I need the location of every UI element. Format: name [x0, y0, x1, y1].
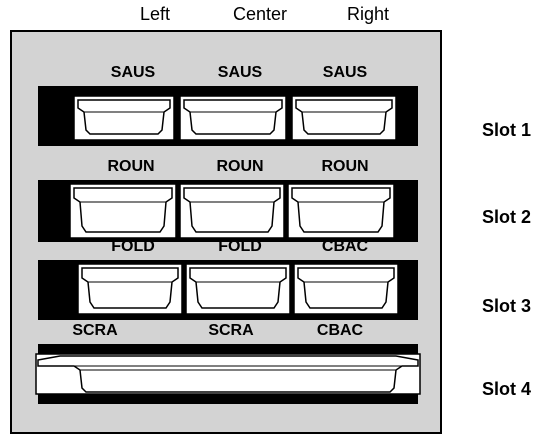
pan-slot1-left — [73, 95, 175, 141]
pan-label-slot4-right: CBAC — [316, 322, 364, 339]
pan-slot1-center — [179, 95, 287, 141]
pan-label-slot4-center: SCRA — [208, 322, 254, 339]
column-header-left: Left — [139, 4, 171, 24]
pan-label-slot1-right: SAUS — [322, 64, 368, 81]
pan-label-slot3-left: FOLD — [111, 238, 155, 255]
pan-label-slot4-left: SCRA — [72, 322, 118, 339]
slot-label-2: Slot 2 — [482, 207, 532, 227]
pan-slot3-left — [77, 263, 183, 315]
pan-slot1-right — [291, 95, 397, 141]
pan-slot3-center — [185, 263, 291, 315]
slot-label-4: Slot 4 — [482, 379, 532, 399]
pan-label-slot2-right: ROUN — [321, 158, 369, 175]
pan-label-slot3-center: FOLD — [218, 238, 262, 255]
pan-label-slot3-right: CBAC — [321, 238, 369, 255]
slot-label-3: Slot 3 — [482, 296, 532, 316]
column-header-center: Center — [232, 4, 288, 24]
pan-label-slot2-left: ROUN — [107, 158, 155, 175]
pan-slot2-center — [179, 183, 285, 239]
column-header-right: Right — [346, 4, 390, 24]
pan-slot2-left — [69, 183, 177, 239]
pan-label-slot1-center: SAUS — [217, 64, 263, 81]
pan-slot2-right — [287, 183, 395, 239]
pan-slot3-right — [293, 263, 399, 315]
pan-label-slot1-left: SAUS — [110, 64, 156, 81]
pan-label-slot2-center: ROUN — [216, 158, 264, 175]
slot-label-1: Slot 1 — [482, 120, 532, 140]
pan-slot4-full — [35, 353, 421, 395]
